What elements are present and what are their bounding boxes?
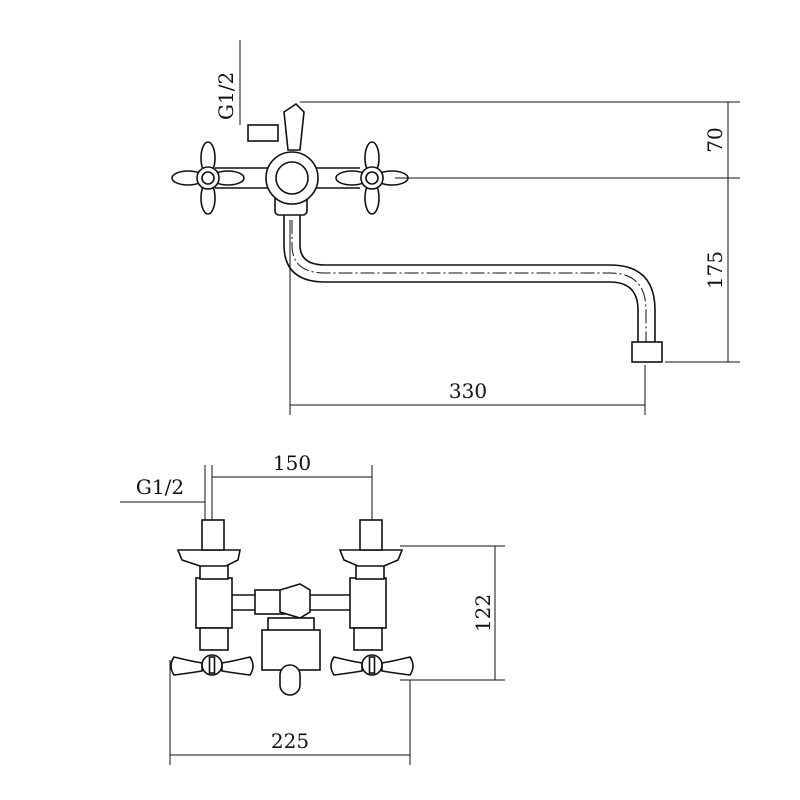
thread-label-front: G1/2	[136, 475, 184, 499]
aerator-nozzle	[631, 341, 663, 363]
dim-label-70: 70	[703, 127, 727, 152]
dim-label-175: 175	[703, 251, 727, 289]
dim-label-225: 225	[271, 729, 309, 753]
right-lever-handle	[330, 654, 414, 676]
dim-label-150: 150	[273, 451, 311, 475]
dim-label-330: 330	[449, 379, 487, 403]
thread-label-top: G1/2	[214, 72, 238, 120]
dim-label-122: 122	[471, 594, 495, 632]
left-cross-handle	[171, 141, 245, 215]
diverter-lever	[283, 102, 305, 151]
diverter-hex	[279, 583, 311, 619]
right-inlet	[359, 519, 383, 551]
front-view: G1/2 150 122 225	[120, 451, 505, 765]
top-view: G1/2 70 175 330	[171, 40, 740, 415]
left-lever-handle	[170, 654, 254, 676]
left-inlet	[201, 519, 225, 551]
spout-base	[261, 629, 321, 671]
